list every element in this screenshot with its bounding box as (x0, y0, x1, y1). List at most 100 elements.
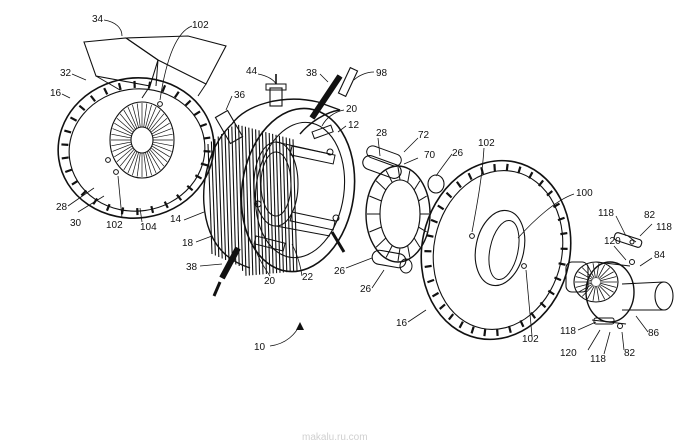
rim-slot (458, 321, 464, 329)
magnet-segment (397, 247, 401, 262)
rim-slot (69, 116, 78, 122)
hub-spoke (598, 284, 611, 297)
rim-slot (176, 194, 183, 201)
fan-spoke (151, 145, 170, 158)
fan-spoke (143, 103, 148, 128)
label-100: 100 (576, 188, 593, 199)
rim-slot (547, 289, 555, 296)
magnet-segment (369, 195, 382, 202)
cooling-fin (248, 127, 254, 276)
label-70: 70 (424, 150, 436, 161)
watermark: makalu.ru.com (302, 432, 368, 443)
rim-slot (505, 163, 509, 171)
rim-slot (117, 82, 122, 91)
rim-slot (445, 191, 453, 199)
rim-slot (546, 190, 554, 197)
label-102: 102 (106, 220, 123, 231)
cooling-fin (227, 128, 233, 264)
magnet-segment (413, 237, 421, 248)
cooling-fin (272, 133, 278, 274)
rim-slot (519, 319, 525, 328)
cooling-fin (285, 137, 291, 272)
leader-lines (61, 19, 653, 355)
label-102: 102 (192, 20, 209, 31)
label-18: 18 (182, 238, 194, 249)
rim-slot (150, 205, 155, 214)
hub-spoke (598, 267, 611, 280)
rim-slot (161, 84, 167, 93)
fan-spoke (119, 148, 135, 167)
fan-spoke (116, 147, 134, 163)
fan-spoke (146, 151, 157, 174)
fan-spoke (112, 128, 132, 137)
rim-slot (64, 168, 73, 174)
fan-spoke (114, 145, 133, 158)
fan-spoke (132, 152, 139, 176)
rim-slot (80, 189, 88, 197)
cooling-fin (217, 136, 223, 259)
magnet-segment (397, 166, 401, 181)
label-118: 118 (590, 354, 606, 365)
rim-slot (430, 218, 438, 224)
fan-spoke (151, 122, 170, 135)
rim-slot (186, 184, 194, 192)
label-72: 72 (418, 130, 430, 141)
label-22: 22 (302, 272, 314, 283)
hub-spoke (592, 263, 596, 279)
label-120: 120 (560, 348, 577, 359)
rim-slot (530, 311, 537, 319)
rim-slots (61, 80, 211, 216)
rim-slot (552, 202, 561, 209)
housing-cooling-fins (207, 123, 298, 276)
rim-slot (200, 162, 208, 167)
label-26: 26 (334, 266, 346, 277)
fan-spoke (111, 141, 132, 147)
cooling-fin (210, 141, 216, 256)
label-34: 34 (92, 14, 104, 25)
cooling-fin (244, 126, 250, 276)
label-86: 86 (648, 328, 660, 339)
label-118: 118 (656, 222, 672, 233)
cooling-fin (282, 136, 288, 273)
hub-with-shaft (565, 232, 674, 329)
label-118: 118 (598, 208, 614, 219)
rim-slot (64, 129, 72, 134)
fan-spoke (145, 152, 152, 176)
fan-spoke (127, 151, 138, 174)
rim-slot (147, 81, 152, 89)
magnet-segment (375, 180, 387, 191)
cooling-fin (278, 135, 284, 273)
label-16: 16 (396, 318, 408, 329)
rim-slot (431, 291, 440, 298)
magnet-segment (418, 195, 427, 202)
rim-slot (447, 313, 455, 321)
rim-slot (554, 276, 562, 282)
rim-slot (455, 181, 462, 189)
rim-slot (184, 99, 192, 107)
label-82: 82 (644, 210, 656, 221)
fan-spoke (152, 141, 173, 147)
hub-spoke (578, 283, 593, 293)
label-36: 36 (234, 90, 246, 101)
fan-spoke (148, 150, 161, 171)
rim-slot (78, 104, 86, 112)
fan-spoke (123, 109, 136, 130)
fan-spoke (145, 104, 152, 128)
label-32: 32 (60, 68, 72, 79)
fan-spoke (150, 117, 168, 133)
fan-spoke (152, 143, 172, 152)
reference-numerals: 34 102 32 16 44 38 98 36 20 12 28 72 70 … (50, 14, 672, 365)
magnet-segment (369, 226, 382, 233)
label-16: 16 (50, 88, 62, 99)
hub-spoke (581, 284, 594, 297)
rim-slot (528, 171, 534, 179)
fan-hub-spokes (111, 103, 173, 177)
rim-slot (517, 166, 522, 174)
label-104: 104 (140, 222, 157, 233)
cooling-fin (241, 125, 247, 276)
hub-spokes (575, 263, 617, 301)
hub-spoke (599, 283, 614, 293)
hub-spoke (578, 271, 593, 281)
rim-slot (467, 172, 473, 181)
